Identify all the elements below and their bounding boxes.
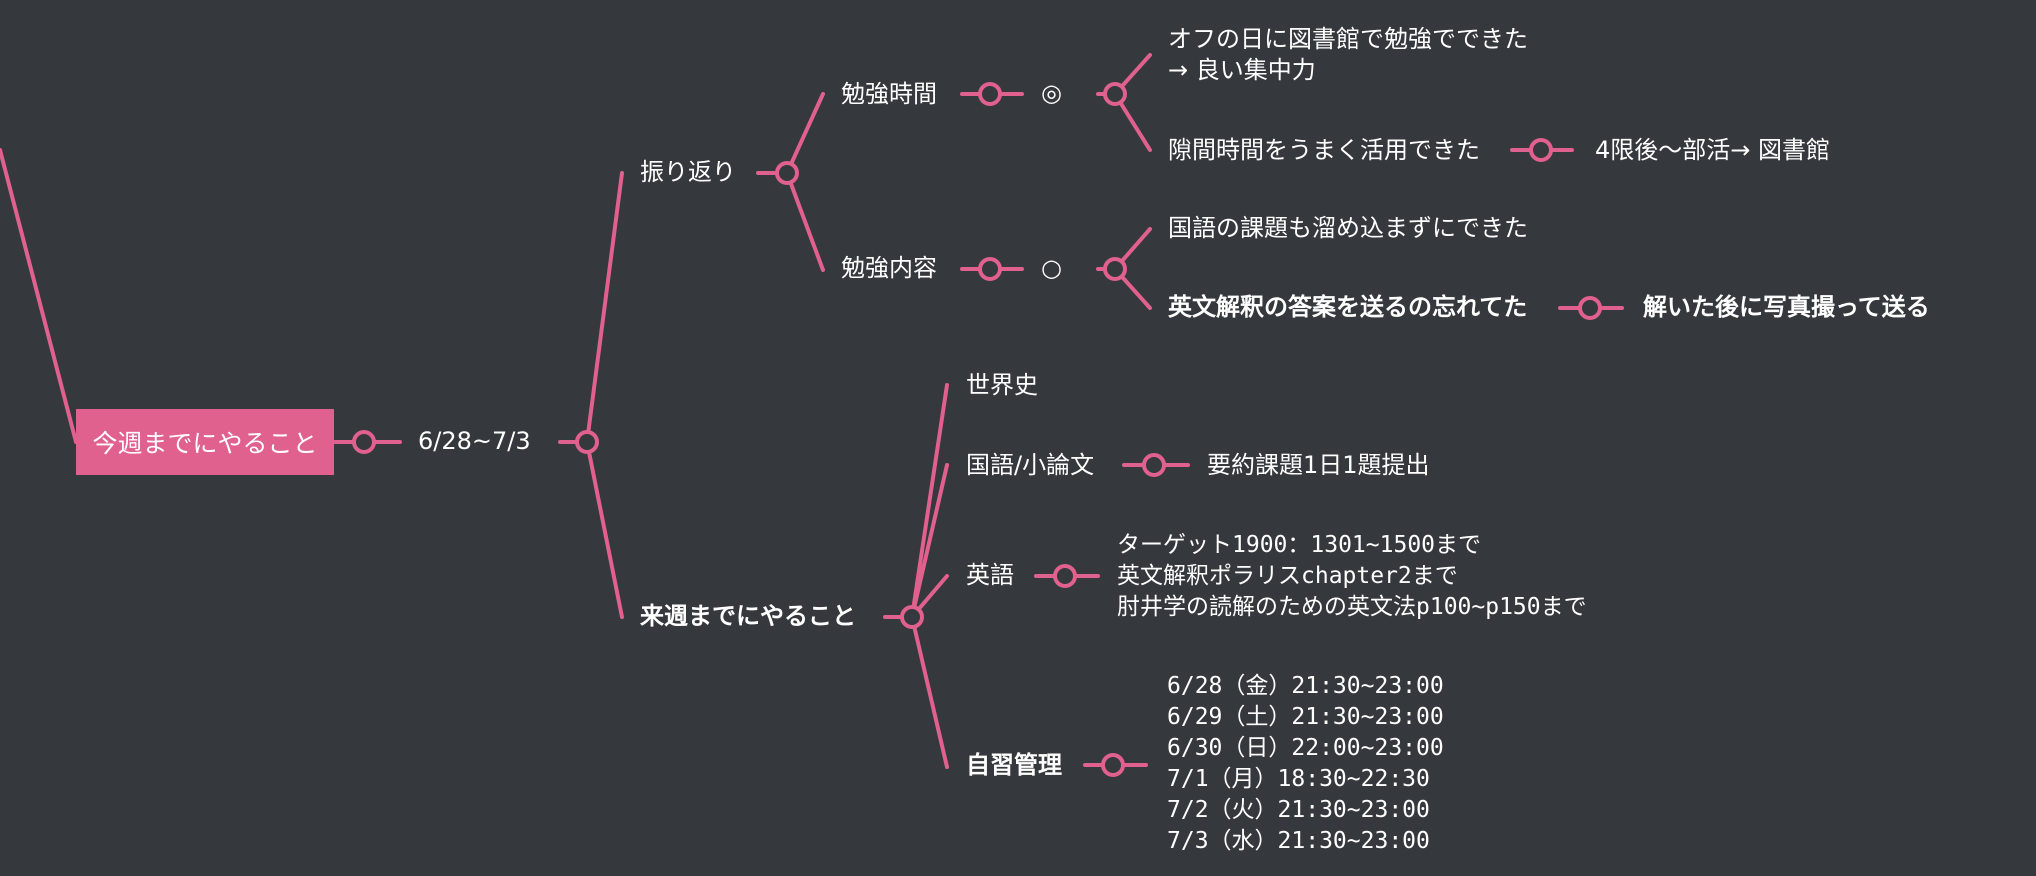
connector-period-review [585, 171, 624, 444]
study-content-point-forgot[interactable]: 英文解釈の答案を送るの忘れてた [1168, 293, 1528, 321]
connector-root-parent [0, 148, 78, 444]
connector-review-content [785, 171, 825, 272]
connector-next-world [910, 383, 949, 619]
connector-knob [900, 605, 924, 629]
english-node[interactable]: 英語 [966, 561, 1014, 589]
connector-review-time [785, 92, 825, 175]
connector-knob [978, 82, 1002, 106]
connector-knob [1103, 82, 1127, 106]
study-content-mark[interactable]: ○ [1041, 254, 1062, 282]
connector-knob [1103, 257, 1127, 281]
world-history-node[interactable]: 世界史 [966, 371, 1038, 399]
connector-period-nextweek [585, 440, 624, 619]
study-content-fix[interactable]: 解いた後に写真撮って送る [1643, 293, 1930, 321]
study-time-point-library[interactable]: オフの日に図書館で勉強でできた → 良い集中力 [1168, 25, 1528, 84]
connector-knob [575, 430, 599, 454]
review-node[interactable]: 振り返り [640, 158, 736, 186]
root-node[interactable]: 今週までにやること [76, 409, 334, 475]
japanese-task[interactable]: 要約課題1日1題提出 [1207, 451, 1430, 479]
connector-knob [1578, 296, 1602, 320]
study-time-mark[interactable]: ◎ [1041, 79, 1062, 107]
study-content-point-japanese[interactable]: 国語の課題も溜め込まずにできた [1168, 214, 1528, 242]
self-study-schedule[interactable]: 6/28（金）21:30~23:00 6/29（土）21:30~23:00 6/… [1167, 673, 1444, 854]
study-time-point-gap[interactable]: 隙間時間をうまく活用できた [1168, 136, 1480, 164]
english-tasks[interactable]: ターゲット1900：1301~1500まで 英文解釈ポラリスchapter2まで… [1117, 532, 1587, 620]
connector-knob [1529, 138, 1553, 162]
root-node-label: 今週までにやること [92, 429, 318, 458]
self-study-node[interactable]: 自習管理 [966, 751, 1062, 779]
connector-next-japanese [910, 463, 949, 619]
connector-knob [352, 430, 376, 454]
connector-knob [1142, 453, 1166, 477]
study-content-node[interactable]: 勉強内容 [841, 254, 937, 282]
connector-next-self [910, 615, 949, 769]
connector-knob [1101, 753, 1125, 777]
japanese-node[interactable]: 国語/小論文 [966, 451, 1095, 479]
period-node[interactable]: 6/28~7/3 [418, 427, 531, 455]
connector-knob [978, 257, 1002, 281]
study-time-gap-detail[interactable]: 4限後〜部活→ 図書館 [1595, 136, 1831, 164]
connector-knob [1053, 564, 1077, 588]
next-week-node[interactable]: 来週までにやること [640, 602, 856, 630]
study-time-node[interactable]: 勉強時間 [841, 80, 937, 108]
connector-knob [775, 161, 799, 185]
